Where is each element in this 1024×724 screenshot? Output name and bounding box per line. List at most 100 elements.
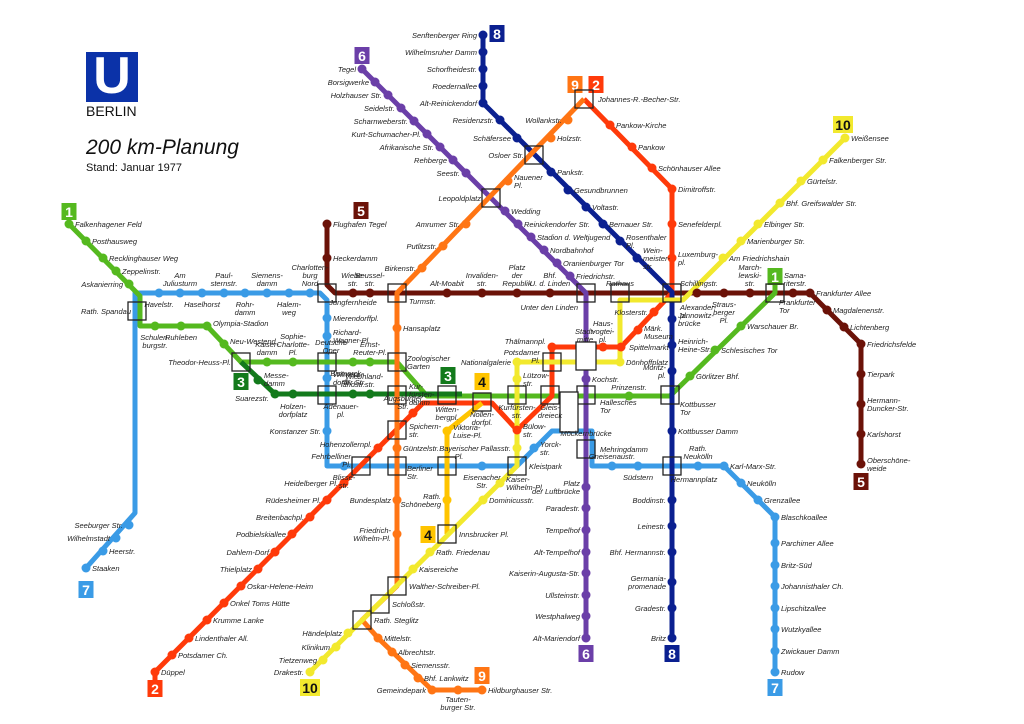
station-dot[interactable] — [392, 323, 402, 333]
station-dot[interactable] — [667, 547, 677, 557]
station-dot[interactable] — [322, 219, 332, 229]
station-dot[interactable] — [563, 115, 573, 125]
station-dot[interactable] — [512, 357, 522, 367]
station-dot[interactable] — [546, 167, 556, 177]
station-dot[interactable] — [529, 443, 539, 453]
station-dot[interactable] — [322, 331, 332, 341]
station-dot[interactable] — [770, 512, 780, 522]
station-dot[interactable] — [805, 288, 815, 298]
station-dot[interactable] — [667, 521, 677, 531]
station-dot[interactable] — [736, 236, 746, 246]
interchange-box[interactable] — [387, 420, 407, 440]
line-6-route[interactable] — [360, 67, 589, 638]
interchange-box[interactable] — [662, 283, 682, 303]
station-dot[interactable] — [98, 253, 108, 263]
station-dot[interactable] — [856, 399, 866, 409]
interchange-box[interactable] — [127, 301, 147, 321]
station-dot[interactable] — [124, 279, 134, 289]
station-dot[interactable] — [632, 253, 642, 263]
station-dot[interactable] — [348, 357, 358, 367]
station-dot[interactable] — [615, 236, 625, 246]
station-dot[interactable] — [331, 642, 341, 652]
station-dot[interactable] — [339, 478, 349, 488]
interchange-box[interactable] — [387, 576, 407, 596]
station-dot[interactable] — [770, 581, 780, 591]
station-dot[interactable] — [539, 245, 549, 255]
interchange-box[interactable] — [524, 145, 544, 165]
station-dot[interactable] — [219, 598, 229, 608]
station-dot[interactable] — [503, 176, 513, 186]
interchange-box[interactable] — [575, 341, 597, 371]
line-1-badge[interactable] — [61, 203, 77, 220]
station-dot[interactable] — [288, 389, 298, 399]
line-1-badge[interactable] — [767, 268, 783, 285]
station-dot[interactable] — [512, 443, 522, 453]
interchange-box[interactable] — [507, 385, 527, 405]
station-dot[interactable] — [81, 236, 91, 246]
station-dot[interactable] — [348, 389, 358, 399]
station-dot[interactable] — [770, 603, 780, 613]
line-7-badge[interactable] — [767, 679, 783, 696]
station-dot[interactable] — [581, 590, 591, 600]
station-dot[interactable] — [512, 425, 522, 435]
station-dot[interactable] — [197, 288, 207, 298]
station-dot[interactable] — [365, 288, 375, 298]
station-dot[interactable] — [348, 288, 358, 298]
station-dot[interactable] — [581, 611, 591, 621]
station-dot[interactable] — [581, 568, 591, 578]
interchange-box[interactable] — [610, 283, 630, 303]
station-dot[interactable] — [175, 288, 185, 298]
station-dot[interactable] — [438, 241, 448, 251]
station-dot[interactable] — [150, 667, 160, 677]
line-3-badge[interactable] — [440, 367, 456, 384]
station-dot[interactable] — [736, 478, 746, 488]
station-dot[interactable] — [387, 647, 397, 657]
station-dot[interactable] — [667, 219, 677, 229]
station-dot[interactable] — [184, 633, 194, 643]
station-dot[interactable] — [822, 305, 832, 315]
station-dot[interactable] — [270, 547, 280, 557]
station-dot[interactable] — [202, 321, 212, 331]
station-dot[interactable] — [343, 628, 353, 638]
station-dot[interactable] — [167, 650, 177, 660]
interchange-box[interactable] — [481, 188, 501, 208]
station-dot[interactable] — [478, 30, 488, 40]
station-dot[interactable] — [427, 685, 437, 695]
station-dot[interactable] — [633, 461, 643, 471]
station-dot[interactable] — [839, 322, 849, 332]
station-dot[interactable] — [647, 163, 657, 173]
interchange-box[interactable] — [542, 352, 562, 372]
station-dot[interactable] — [392, 443, 402, 453]
station-dot[interactable] — [719, 461, 729, 471]
station-dot[interactable] — [262, 288, 272, 298]
station-dot[interactable] — [552, 258, 562, 268]
station-dot[interactable] — [373, 443, 383, 453]
station-dot[interactable] — [461, 219, 471, 229]
station-dot[interactable] — [616, 342, 626, 352]
station-dot[interactable] — [219, 288, 229, 298]
station-dot[interactable] — [284, 288, 294, 298]
station-dot[interactable] — [322, 373, 332, 383]
station-dot[interactable] — [667, 577, 677, 587]
station-dot[interactable] — [667, 426, 677, 436]
station-dot[interactable] — [512, 133, 522, 143]
station-dot[interactable] — [856, 369, 866, 379]
station-dot[interactable] — [357, 64, 367, 74]
station-dot[interactable] — [512, 288, 522, 298]
station-dot[interactable] — [770, 560, 780, 570]
line-3-badge[interactable] — [233, 373, 249, 390]
station-dot[interactable] — [649, 307, 659, 317]
line-4-badge[interactable] — [474, 373, 490, 390]
station-dot[interactable] — [581, 482, 591, 492]
station-dot[interactable] — [287, 529, 297, 539]
station-dot[interactable] — [219, 339, 229, 349]
line-4-badge[interactable] — [420, 526, 436, 543]
interchange-box[interactable] — [370, 594, 390, 614]
interchange-box[interactable] — [576, 283, 596, 303]
station-dot[interactable] — [598, 219, 608, 229]
station-dot[interactable] — [202, 615, 212, 625]
station-dot[interactable] — [392, 495, 402, 505]
station-dot[interactable] — [546, 133, 556, 143]
interchange-box[interactable] — [540, 385, 560, 405]
line-5-route[interactable] — [324, 224, 864, 464]
